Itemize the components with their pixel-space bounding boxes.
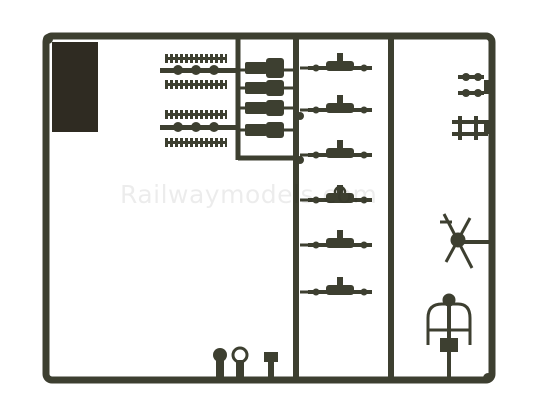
small-block-parts: [245, 58, 304, 164]
bracket-part: [426, 293, 472, 378]
coupler-parts: [300, 53, 372, 296]
brake-lever-part: [440, 213, 490, 269]
spring-parts: [160, 54, 240, 147]
sprue-pins: [43, 34, 493, 383]
bottom-parts: [213, 346, 278, 380]
hook-parts: [452, 73, 490, 140]
sprue-plate: [52, 42, 98, 132]
watermark-text: Railwaymodels.com: [120, 180, 378, 209]
